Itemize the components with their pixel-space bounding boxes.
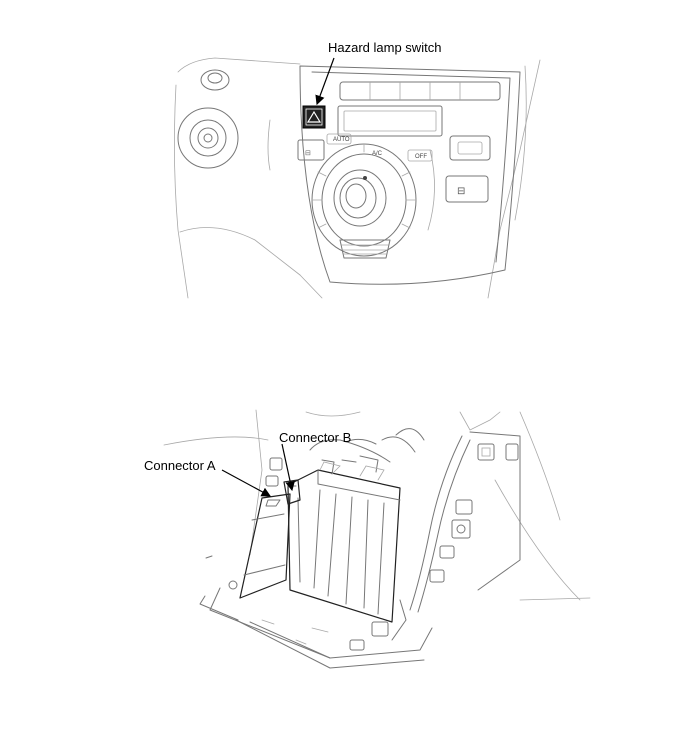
left-knob: [177, 69, 239, 169]
fan-icon: [363, 176, 367, 180]
display-window: [337, 105, 443, 137]
hazard-lamp-switch-label: Hazard lamp switch: [328, 40, 442, 55]
hazard-triangle-icon: [306, 110, 322, 123]
seat-heater-icon: ⊟: [457, 186, 465, 197]
fan-dial[interactable]: [311, 143, 417, 257]
auto-label: AUTO: [333, 137, 350, 143]
right-switch-panel: [429, 431, 521, 591]
left-seat-button[interactable]: ⊟: [297, 139, 325, 161]
connector-a: [228, 493, 291, 599]
wire-harness: [309, 428, 471, 641]
seat-heater-icon: ⊟: [305, 150, 311, 157]
hazard-lamp-switch[interactable]: [302, 105, 326, 129]
lower-grille: [339, 239, 391, 259]
top-slats: [339, 81, 501, 101]
right-button-top[interactable]: [449, 135, 491, 161]
connector-a-label: Connector A: [144, 458, 216, 473]
climate-panel-illustration: ⊟ AUTO A/C OFF: [174, 57, 541, 299]
control-module: [287, 461, 401, 623]
connector-illustration: [163, 409, 591, 669]
ac-label: A/C: [372, 151, 383, 157]
connector-b-label: Connector B: [279, 430, 352, 445]
right-button-bottom[interactable]: ⊟: [445, 175, 489, 203]
off-label: OFF: [415, 154, 427, 160]
bottom-tray: [199, 555, 433, 669]
